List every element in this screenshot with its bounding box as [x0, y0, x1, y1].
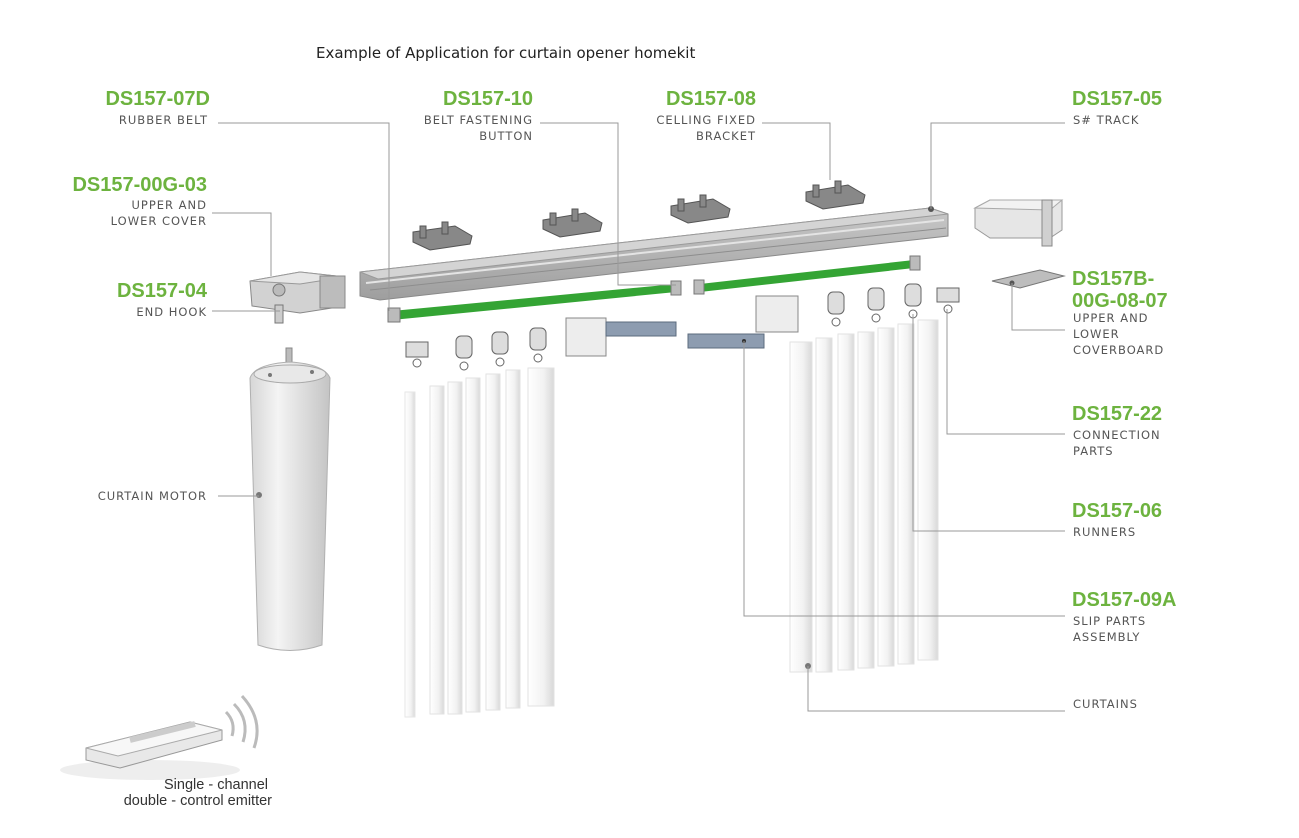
- leader-cover: [212, 212, 272, 276]
- label-ceiling-bracket-desc: CELLING FIXED BRACKET: [656, 113, 756, 143]
- label-end-hook-desc: END HOOK: [136, 305, 207, 319]
- leader-ceiling-bracket: [762, 122, 831, 180]
- leader-rubber-belt: [218, 122, 390, 311]
- leader-belt-button: [540, 122, 676, 286]
- leader-lines: [212, 122, 1065, 712]
- leader-track: [930, 122, 1065, 209]
- label-track-desc: S# TRACK: [1073, 113, 1140, 127]
- label-connection-desc: CONNECTION PARTS: [1073, 428, 1161, 458]
- ceiling-bracket-1: [412, 221, 473, 251]
- left-curtain: [404, 367, 555, 718]
- label-slip-desc: SLIP PARTS ASSEMBLY: [1073, 614, 1147, 644]
- slip-assembly-left: [565, 317, 677, 357]
- label-cover-code: DS157-00G-03: [72, 174, 207, 196]
- rubber-belt: [387, 255, 921, 323]
- label-cover-desc: UPPER AND LOWER COVER: [110, 198, 207, 228]
- leader-connection: [946, 309, 1065, 435]
- label-belt-button-desc: BELT FASTENING BUTTON: [423, 113, 533, 143]
- label-coverboard-code: DS157B- 00G-08-07: [1072, 268, 1168, 312]
- label-rubber-belt-code: DS157-07D: [105, 88, 210, 110]
- right-curtain: [789, 319, 939, 673]
- ceiling-bracket-3: [670, 194, 731, 224]
- label-runners-desc: RUNNERS: [1073, 525, 1137, 539]
- diagram-title: Example of Application for curtain opene…: [316, 44, 696, 62]
- leader-curtains: [807, 666, 1065, 712]
- right-cover: [973, 199, 1064, 247]
- label-curtains: CURTAINS: [1073, 697, 1138, 711]
- ceiling-bracket-4: [805, 180, 866, 210]
- emitter-caption-line2: double - control emitter: [123, 793, 272, 809]
- curtain-motor: [249, 347, 331, 651]
- label-slip-code: DS157-09A: [1072, 589, 1177, 611]
- right-runners: [827, 283, 960, 327]
- label-curtain-motor: CURTAIN MOTOR: [97, 489, 207, 503]
- end-hook-housing: [249, 271, 346, 324]
- remote-emitter: [60, 694, 259, 780]
- label-ceiling-bracket-code: DS157-08: [665, 88, 756, 110]
- label-rubber-belt-desc: RUBBER BELT: [118, 113, 208, 127]
- slip-assembly-right: [687, 295, 799, 349]
- track-rail: [359, 206, 949, 301]
- ceiling-bracket-2: [542, 208, 603, 238]
- emitter-caption-line1: Single - channel: [164, 777, 268, 793]
- leader-slip: [743, 341, 1065, 617]
- label-coverboard-desc: UPPER AND LOWER COVERBOARD: [1073, 311, 1165, 357]
- label-track-code: DS157-05: [1072, 88, 1163, 110]
- label-belt-button-code: DS157-10: [442, 88, 533, 110]
- label-end-hook-code: DS157-04: [116, 280, 207, 302]
- left-runners: [405, 327, 547, 371]
- leader-coverboard: [1011, 283, 1065, 331]
- leader-runners: [912, 314, 1065, 532]
- coverboard-plate: [991, 269, 1066, 289]
- label-connection-code: DS157-22: [1072, 403, 1163, 425]
- label-runners-code: DS157-06: [1072, 500, 1163, 522]
